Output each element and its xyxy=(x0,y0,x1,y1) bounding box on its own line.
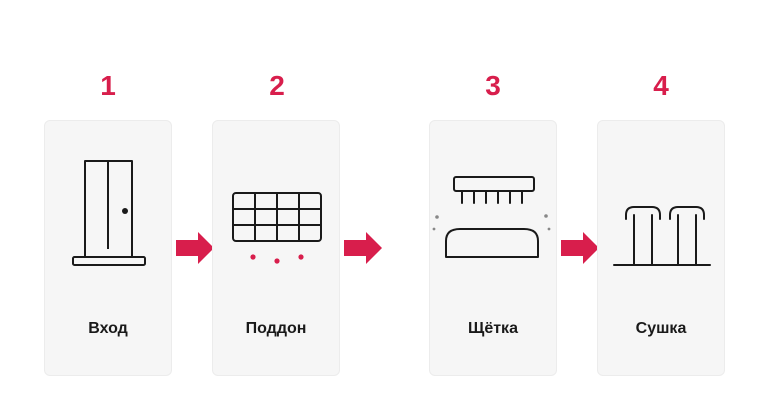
grate-tray-icon xyxy=(232,192,322,264)
step-label-3: Щётка xyxy=(468,320,518,337)
step-card-2: Поддон xyxy=(212,120,340,376)
step-number-4: 4 xyxy=(653,70,669,101)
step-card-4: Сушка xyxy=(597,120,725,376)
step-number-1: 1 xyxy=(100,70,116,101)
brush-icon xyxy=(432,176,551,258)
step-label-2: Поддон xyxy=(245,320,307,337)
step-card-3: Щётка xyxy=(429,120,557,376)
dryer-icon xyxy=(613,206,711,266)
door-icon xyxy=(72,160,146,266)
step-label-1: Вход xyxy=(88,320,128,337)
step-label-4: Сушка xyxy=(635,320,687,337)
step-number-2: 2 xyxy=(269,70,285,101)
step-card-1: Вход xyxy=(44,120,172,376)
arrow-icon xyxy=(561,232,599,264)
arrow-icon xyxy=(344,232,382,264)
step-number-3: 3 xyxy=(485,70,501,101)
arrow-icon xyxy=(176,232,214,264)
